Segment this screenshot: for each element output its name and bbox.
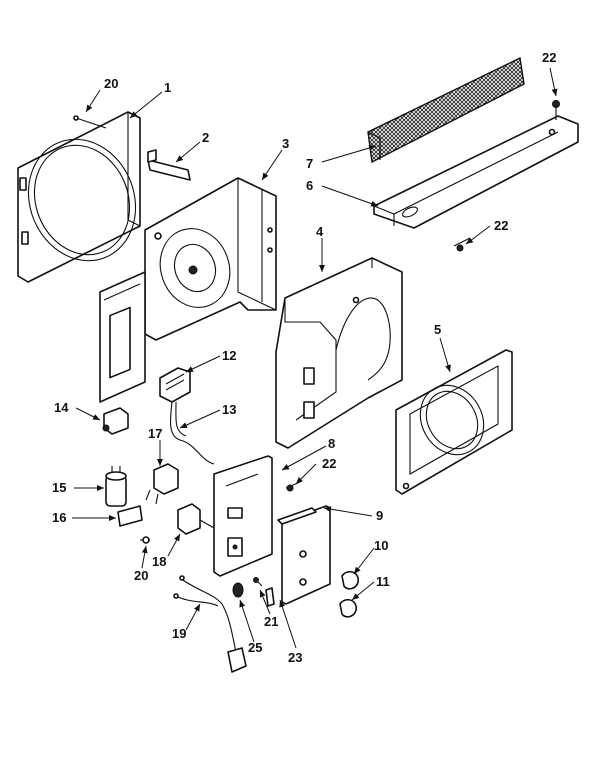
part-21-screw bbox=[253, 577, 263, 587]
callout-25: 25 bbox=[248, 640, 262, 655]
callout-22-top: 22 bbox=[542, 50, 556, 65]
callout-13: 13 bbox=[222, 402, 236, 417]
leader-lines bbox=[72, 67, 558, 649]
part-15-capacitor bbox=[105, 466, 127, 507]
callout-23: 23 bbox=[288, 650, 302, 665]
part-22-screw-tray bbox=[453, 237, 471, 252]
part-4-blower-housing bbox=[275, 257, 403, 449]
callout-4: 4 bbox=[316, 224, 324, 239]
callout-18: 18 bbox=[152, 554, 166, 569]
callout-16: 16 bbox=[52, 510, 66, 525]
part-23-clip bbox=[265, 587, 275, 607]
part-22-screw-top bbox=[552, 100, 560, 120]
part-12-terminal-block bbox=[159, 367, 191, 403]
part-1-shroud bbox=[17, 111, 141, 283]
part-17-relay bbox=[145, 463, 179, 505]
part-18-thermostat bbox=[177, 503, 223, 535]
callout-11: 11 bbox=[376, 574, 390, 589]
part-20-screw-bottom bbox=[140, 536, 150, 544]
callout-17: 17 bbox=[148, 426, 162, 441]
part-10-knob bbox=[341, 570, 359, 590]
callout-10: 10 bbox=[374, 538, 388, 553]
part-6-base-tray bbox=[373, 115, 579, 229]
callout-5: 5 bbox=[434, 322, 441, 337]
callout-9: 9 bbox=[376, 508, 383, 523]
part-14-switch bbox=[102, 407, 129, 435]
callout-22-panel: 22 bbox=[322, 456, 336, 471]
callout-labels: 20 1 2 3 4 5 6 7 8 9 10 11 12 13 14 15 1… bbox=[52, 50, 556, 665]
callout-22-tray: 22 bbox=[494, 218, 508, 233]
callout-20-top: 20 bbox=[104, 76, 118, 91]
part-20-screw-top bbox=[73, 115, 107, 129]
callout-14: 14 bbox=[54, 400, 69, 415]
callout-19: 19 bbox=[172, 626, 186, 641]
part-22-screw-panel bbox=[285, 481, 301, 492]
part-11-knob bbox=[339, 598, 357, 618]
part-8-control-panel bbox=[213, 455, 273, 577]
callout-1: 1 bbox=[164, 80, 171, 95]
part-25-grommet bbox=[232, 582, 244, 598]
part-9-control-bracket bbox=[277, 505, 331, 605]
callout-15: 15 bbox=[52, 480, 66, 495]
callout-21: 21 bbox=[264, 614, 278, 629]
part-13-wire-lead bbox=[169, 401, 215, 465]
callout-2: 2 bbox=[202, 130, 209, 145]
callout-6: 6 bbox=[306, 178, 313, 193]
callout-3: 3 bbox=[282, 136, 289, 151]
callout-12: 12 bbox=[222, 348, 236, 363]
part-7-mesh-filter bbox=[367, 56, 525, 164]
callout-8: 8 bbox=[328, 436, 335, 451]
part-2-bracket bbox=[147, 149, 191, 181]
part-16-strap bbox=[117, 505, 143, 527]
part-5-grille-frame bbox=[395, 349, 513, 495]
part-19-power-cord bbox=[173, 575, 247, 673]
callout-7: 7 bbox=[306, 156, 313, 171]
callout-20-bottom: 20 bbox=[134, 568, 148, 583]
part-3-orifice-panel bbox=[99, 177, 277, 403]
